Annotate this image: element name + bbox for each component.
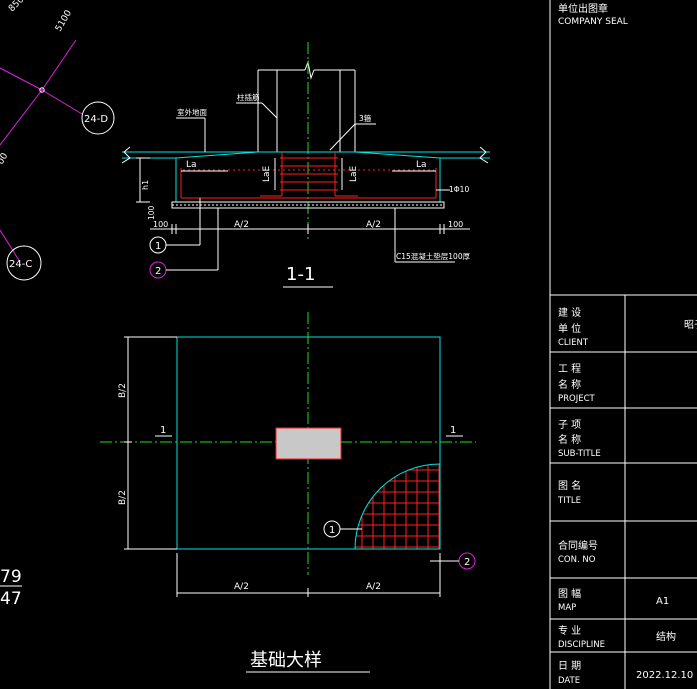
discipline-label-cn1: 专 业: [558, 624, 581, 637]
dim-a2-right-label: A/2: [366, 220, 381, 230]
discipline-value: 结构: [656, 630, 676, 643]
cut-right-label: 1: [450, 425, 456, 436]
fraction-top: 79: [0, 567, 22, 587]
title-block: 单位出图章 COMPANY SEAL 建 设 单 位 CLIENT 昭子 工 程…: [549, 0, 697, 689]
axis-24d-label: 24-D: [84, 114, 108, 125]
dim-5100-label: 5100: [54, 8, 74, 33]
left-axis-fragment: 850 5100 00 24-D 24-C 79 47: [0, 0, 115, 609]
dim-100-right-label: 100: [448, 220, 463, 229]
dim-100-left-label: 100: [153, 220, 168, 229]
la-right-label: La: [416, 160, 427, 170]
company-seal-en: COMPANY SEAL: [558, 17, 628, 27]
stirrup-label: 3箍: [359, 113, 372, 123]
title-label-en: TITLE: [557, 496, 581, 506]
ground-label: 室外地面: [177, 107, 207, 117]
client-label-cn2: 单 位: [558, 322, 581, 335]
client-label-cn1: 建 设: [558, 306, 581, 319]
discipline-label-en: DISCIPLINE: [558, 640, 605, 650]
plan-title: 基础大样: [250, 650, 322, 671]
project-label-cn1: 工 程: [558, 363, 581, 375]
map-label-en: MAP: [558, 603, 576, 613]
plan-callout-1: 1: [329, 525, 335, 536]
date-value: 2022.12.10: [636, 670, 693, 681]
h1-label: h1: [141, 180, 150, 190]
client-label-en: CLIENT: [558, 338, 589, 348]
lae-left-label: LaE: [262, 165, 272, 182]
date-label-en: DATE: [558, 676, 580, 686]
date-label-cn1: 日 期: [558, 660, 581, 672]
dim-b2-bottom-label: B/2: [118, 490, 128, 505]
foundation-plan: 1 1 B/2 B/2 A/2 A/2 1 2: [100, 312, 476, 673]
section-callout-1: 1: [155, 241, 161, 252]
project-label-cn2: 名 称: [558, 378, 581, 391]
subtitle-label-cn2: 名 称: [558, 433, 581, 446]
title-label-cn1: 图 名: [558, 479, 581, 492]
dim-b2-top-label: B/2: [118, 383, 128, 398]
section-1-1: LaE LaE La La 室外地面 柱插筋 3箍 h1 100 1Φ10 10: [121, 42, 490, 288]
axis-24c-label: 24-C: [9, 259, 32, 270]
rebar-label: 1Φ10: [449, 185, 469, 194]
bedding-100-label: 100: [147, 205, 156, 220]
la-left-label: La: [186, 160, 197, 170]
subtitle-label-en: SUB-TITLE: [558, 449, 601, 459]
lae-right-label: LaE: [349, 165, 359, 182]
beam-label: 柱插筋: [237, 92, 260, 102]
client-value: 昭子: [684, 319, 697, 331]
map-label-cn1: 图 幅: [558, 587, 581, 600]
dim-850-label: 850: [7, 0, 26, 14]
section-callout-2: 2: [155, 266, 161, 277]
map-value: A1: [656, 596, 669, 607]
con-no-label-en: CON. NO: [558, 555, 596, 565]
column-block: [275, 427, 342, 460]
plan-callout-2: 2: [464, 557, 470, 568]
company-seal-cn: 单位出图章: [558, 2, 608, 15]
dim-a2-left-plan-label: A/2: [234, 582, 249, 592]
section-title: 1-1: [286, 264, 315, 285]
con-no-label-cn1: 合同编号: [558, 539, 598, 552]
dim-00-label: 00: [0, 151, 10, 166]
project-label-en: PROJECT: [558, 394, 596, 404]
bedding-note: C15混凝土垫层100厚: [396, 251, 471, 261]
subtitle-label-cn1: 子 项: [558, 419, 581, 431]
fraction-bottom: 47: [0, 589, 22, 609]
dim-a2-left-label: A/2: [234, 220, 249, 230]
dim-a2-right-plan-label: A/2: [366, 582, 381, 592]
cut-left-label: 1: [160, 425, 166, 436]
